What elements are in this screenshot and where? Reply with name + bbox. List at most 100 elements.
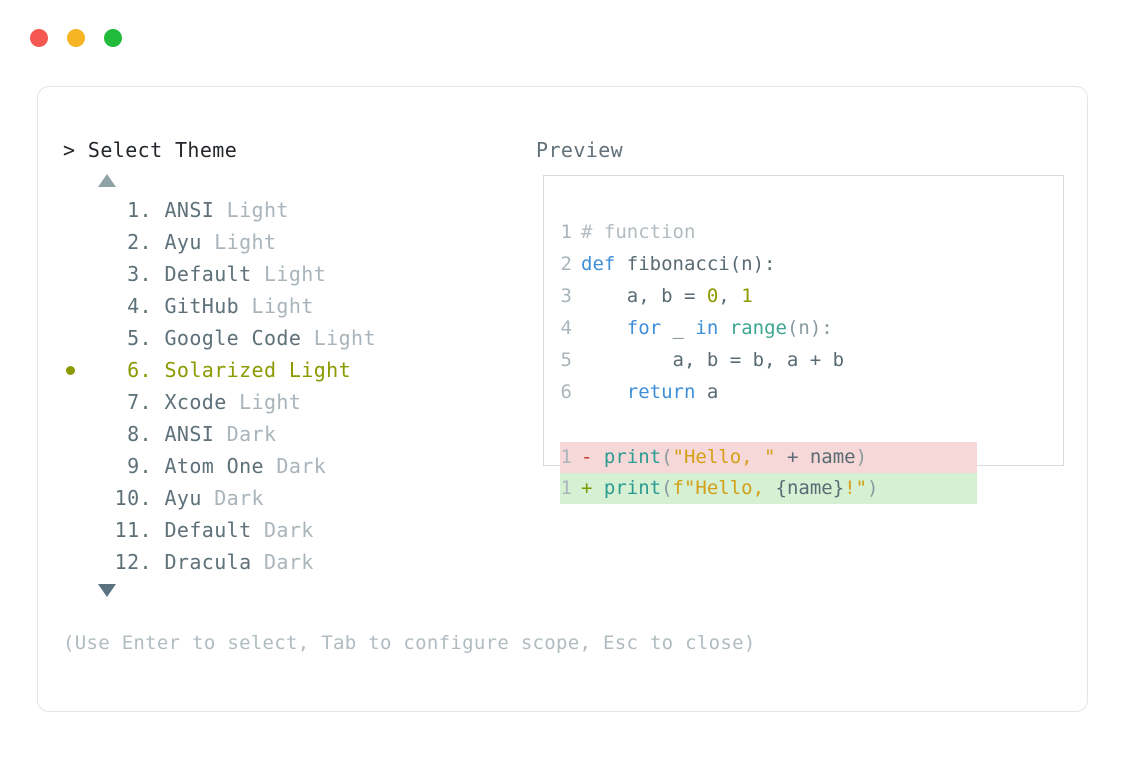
diff-removed-line: 1- print("Hello, " + name) [560,442,977,473]
preview-heading: Preview [536,138,624,162]
triangle-up-icon[interactable] [98,174,116,187]
code-token [581,317,627,339]
diff-sample: 1- print("Hello, " + name)1+ print(f"Hel… [560,442,977,504]
theme-list-item[interactable]: 10. Ayu Dark [63,482,523,514]
theme-list-item[interactable]: 7. Xcode Light [63,386,523,418]
theme-item-index: 3. [127,262,152,286]
theme-list-item[interactable]: 2. Ayu Light [63,226,523,258]
code-token: a, b = [581,285,707,307]
theme-item-index: 6. [127,358,152,382]
theme-item-variant: Light [251,262,327,286]
theme-item-name: Xcode [152,390,227,414]
theme-item-variant: Dark [251,518,314,542]
code-token: a, b = b, a + b [581,349,845,371]
code-token: f"Hello, [672,477,776,499]
theme-list-item[interactable]: 9. Atom One Dark [63,450,523,482]
theme-item-variant: Light [214,198,289,222]
code-token: name [809,446,856,468]
theme-item-variant: Light [276,358,352,382]
code-line: 5 a, b = b, a + b [560,344,845,376]
line-number: 6 [560,381,572,403]
theme-item-variant: Light [226,390,302,414]
code-line: 6 return a [560,376,844,408]
code-token: print [603,477,662,499]
code-token: _ [661,317,696,339]
theme-item-index: 12. [114,550,152,574]
code-token: !" [844,477,868,499]
theme-item-name: ANSI [152,422,215,446]
theme-item-name: GitHub [152,294,240,318]
theme-item-variant: Dark [251,550,314,574]
code-token: {name} [775,477,845,499]
theme-list-item[interactable]: 4. GitHub Light [63,290,523,322]
theme-item-variant: Light [301,326,376,350]
theme-item-name: Ayu [152,230,202,254]
code-token: ) [867,477,879,499]
code-token: print [603,446,662,468]
theme-item-variant: Light [239,294,314,318]
code-token: # function [581,221,696,243]
line-number: 1 [560,446,572,468]
code-token: ) [855,446,868,468]
window-titlebar [30,29,122,47]
theme-item-index: 9. [127,454,152,478]
theme-item-variant: Dark [263,454,327,478]
theme-item-name: Dracula [152,550,252,574]
code-token: in [695,317,719,339]
theme-item-variant: Dark [201,486,264,510]
line-number: 3 [560,285,572,307]
theme-list-item[interactable]: 1. ANSI Light [63,194,523,226]
line-number: 5 [560,349,572,371]
theme-list-item[interactable]: 12. Dracula Dark [63,546,523,578]
maximize-button-icon[interactable] [104,29,122,47]
line-number: 1 [560,221,572,243]
theme-list-item[interactable]: 3. Default Light [63,258,523,290]
code-token [718,317,729,339]
theme-item-name: Atom One [152,454,264,478]
theme-list-item[interactable]: 5. Google Code Light [63,322,523,354]
selected-bullet-icon [66,366,75,375]
diff-marker: - [581,446,604,468]
code-token: def [581,253,627,275]
theme-item-index: 8. [127,422,152,446]
minimize-button-icon[interactable] [67,29,85,47]
theme-item-index: 1. [127,198,152,222]
theme-item-variant: Dark [214,422,277,446]
code-token: + [775,446,810,468]
code-token: fibonacci(n): [626,253,776,275]
code-token: ( [661,446,673,468]
code-preview-panel: 1 # function 2 def fibonacci(n): 3 a, b = 0,… [543,175,1064,504]
theme-item-index: 4. [127,294,152,318]
theme-list-item[interactable]: 6. Solarized Light [63,354,523,386]
line-number: 2 [560,253,572,275]
theme-item-name: Default [152,262,252,286]
theme-item-index: 11. [114,518,152,542]
code-token: return [626,381,696,403]
code-token: range [729,317,787,339]
code-line: 4 for _ in range(n): [560,312,844,344]
diff-added-line: 1 + print(f"Hello, {name}!") [560,473,977,504]
line-number: 1 [560,477,572,499]
theme-item-index: 10. [114,486,152,510]
close-button-icon[interactable] [30,29,48,47]
theme-item-name: Ayu [152,486,202,510]
code-token: 1 [741,285,753,307]
select-theme-heading: > Select Theme [63,138,238,162]
theme-list-item[interactable]: 8. ANSI Dark [63,418,523,450]
code-token: for [626,317,662,339]
theme-item-name: Google Code [152,326,302,350]
code-token: "Hello, " [672,446,776,468]
theme-list-item[interactable]: 11. Default Dark [63,514,523,546]
theme-item-variant: Light [201,230,277,254]
theme-item-name: Solarized [152,358,277,382]
triangle-down-icon[interactable] [98,584,116,597]
code-line: 3 a, b = 0, 1 [560,280,844,312]
code-token: ( [661,477,673,499]
code-sample: 1 # function 2 def fibonacci(n): 3 a, b = 0,… [560,216,845,408]
code-line: 2 def fibonacci(n): [560,248,844,280]
code-token: (n): [786,317,833,339]
code-token: , [718,285,742,307]
code-line: 1 # function [560,216,844,248]
diff-marker: + [581,477,604,499]
